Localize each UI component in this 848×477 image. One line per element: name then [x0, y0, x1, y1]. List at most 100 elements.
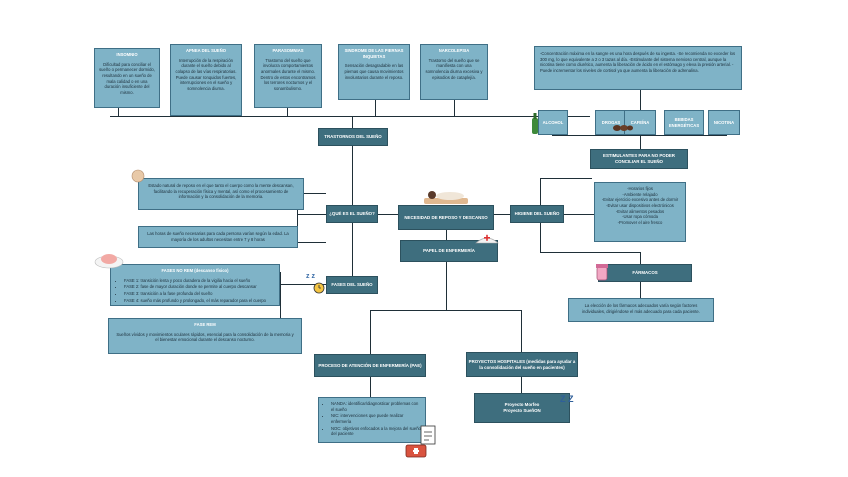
connector — [370, 377, 371, 397]
nrem-title: FASES NO REM (descanso físico) — [161, 268, 229, 273]
connector — [287, 108, 288, 116]
list-item: NANDA: identificar/diagnosticar problema… — [331, 401, 421, 412]
node-farmacos: FÁRMACOS — [598, 264, 692, 282]
connector — [370, 310, 522, 311]
connector — [552, 135, 727, 136]
disorder-piernas-inquietas: SINDROME DE LAS PIERNAS INQUIETAS Sensac… — [338, 44, 410, 100]
hours-text: Las horas de sueño necesarias para cada … — [147, 231, 289, 242]
connector — [375, 100, 376, 116]
substance-label: NICOTINA — [713, 119, 735, 125]
sleep-hours: Las horas de sueño necesarias para cada … — [138, 226, 298, 248]
connector — [540, 252, 640, 253]
project-item: Proyecto Morfeo — [504, 402, 540, 408]
drugs-box: La elección de los fármacos adecuados va… — [568, 298, 714, 322]
connector — [118, 108, 119, 116]
disorder-parasomnias: PARASOMNIAS Trastorno del sueño que invo… — [254, 44, 322, 108]
node-higiene: HIGIENE DEL SUEÑO — [510, 205, 564, 223]
project-item: Proyecto SueñON — [503, 408, 541, 413]
substance-bebidas: BEBIDAS ENERGÉTICAS — [664, 110, 704, 135]
recommend-text: -Concentración máxima en la sangre es un… — [540, 51, 736, 74]
pae-list: NANDA: identificar/diagnosticar problema… — [318, 397, 426, 443]
hygiene-tips: -Horarios fijos -Ambiente relajado -Evit… — [594, 182, 686, 242]
rem-title: FASE REM — [194, 322, 216, 327]
node-proyectos: PROYECTOS HOSPITALES (medidas para ayuda… — [466, 352, 578, 377]
coffee-beans-icon — [613, 125, 633, 131]
connector — [370, 310, 371, 354]
rem-text: Sueños vívidos y movimientos oculares rá… — [116, 331, 294, 343]
medical-kit-icon — [405, 444, 427, 458]
zzz-icon: z z — [306, 273, 315, 280]
list-item: NIC: intervenciones que puede realizar e… — [331, 413, 421, 424]
bottle-icon — [532, 113, 538, 134]
node-fases: FASES DEL SUEÑO — [326, 276, 378, 294]
connector — [446, 230, 447, 240]
connector — [280, 272, 281, 326]
connector — [352, 116, 353, 128]
tip-item: -Promover el aire fresco — [617, 220, 663, 226]
list-item: FASE 3: transición a la fase profunda de… — [124, 291, 274, 297]
connector — [280, 284, 326, 285]
projects-list: Proyecto Morfeo Proyecto SueñON — [474, 393, 570, 423]
node-papel-enfermeria: PAPEL DE ENFERMERÍA — [400, 240, 498, 262]
rem-box: FASE REM Sueños vívidos y movimientos oc… — [108, 318, 302, 354]
connector — [640, 135, 641, 149]
pae-items: NANDA: identificar/diagnosticar problema… — [323, 401, 421, 437]
list-item: NOC: objetivos enfocados a la mejora del… — [331, 426, 421, 437]
tip-item: -Ambiente relajado — [622, 191, 658, 197]
node-trastornos: TRASTORNOS DEL SUEÑO — [318, 128, 388, 146]
connector — [640, 282, 641, 298]
connector — [640, 90, 641, 110]
node-root: NECESIDAD DE REPOSO Y DESCANSO — [398, 205, 494, 230]
drugs-text: La elección de los fármacos adecuados va… — [582, 303, 700, 314]
disorder-title: SINDROME DE LAS PIERNAS INQUIETAS — [344, 48, 404, 59]
disorder-text: Trastorno del sueño que se manifiesta co… — [425, 57, 483, 80]
list-item: FASE 4: sueño más profundo y prolongado,… — [124, 298, 274, 304]
connector — [297, 214, 327, 215]
disorder-apnea: APNEA DEL SUEÑO Interrupción de la respi… — [170, 44, 242, 116]
zzz-icon: Z Z — [560, 394, 574, 404]
disorder-title: INSOMNIO — [116, 52, 138, 57]
connector — [540, 178, 592, 179]
sleeping-person-icon — [424, 191, 468, 204]
list-item: FASE 2: fase de mayor duración donde se … — [124, 284, 274, 290]
disorder-text: Trastorno del sueño que involucra compor… — [260, 57, 316, 92]
nurse-cap-icon — [475, 234, 499, 244]
node-que-es-el-sueno: ¿QUÉ ES EL SUEÑO? — [326, 205, 378, 223]
connector — [454, 98, 455, 116]
connector — [521, 377, 522, 393]
connector — [521, 310, 522, 352]
substance-nicotina: NICOTINA — [708, 110, 740, 135]
connector — [297, 242, 326, 243]
disorder-text: Sensación desagradable en las piernas qu… — [344, 63, 404, 80]
connector — [297, 193, 298, 242]
substance-label: CAFEÍNA — [630, 119, 650, 125]
svg-text:z z: z z — [306, 273, 315, 280]
cloud-brain-icon — [94, 254, 124, 269]
substance-cafeina: CAFEÍNA — [624, 110, 656, 135]
nrem-list: FASE 1: transición lenta y poco duradera… — [116, 278, 274, 304]
substance-label: DROGAS — [601, 119, 621, 125]
connector — [494, 214, 510, 215]
disorder-title: NARCOLEPSIA — [438, 48, 470, 53]
clipboard-icon — [420, 425, 436, 445]
connector — [446, 262, 447, 310]
tip-item: -Usar ropa cómoda — [622, 214, 658, 220]
connector — [564, 214, 594, 215]
disorder-text: Interrupción de la respiración durante e… — [175, 57, 237, 92]
tip-item: -Evitar usar dispositivos electrónicos — [606, 203, 674, 209]
disorder-title: APNEA DEL SUEÑO — [185, 48, 227, 53]
node-pae: PROCESO DE ATENCIÓN DE ENFERMERÍA (PAE) — [314, 354, 426, 377]
list-item: FASE 1: transición lenta y poco duradera… — [124, 278, 274, 284]
substance-label: ALCOHOL — [542, 119, 564, 125]
nrem-box: FASES NO REM (descanso físico) FASE 1: t… — [110, 264, 280, 306]
sleep-definition: Estado natural de reposo en el que tanto… — [138, 178, 304, 210]
tip-item: -Evitar ejercicio excesivo antes de dorm… — [601, 197, 679, 203]
disorder-narcolepsia: NARCOLEPSIA Trastorno del sueño que se m… — [420, 44, 488, 100]
connector — [110, 116, 590, 117]
pill-bottle-icon — [596, 264, 608, 281]
definition-text: Estado natural de reposo en el que tanto… — [148, 183, 294, 200]
moon-icon — [131, 169, 145, 183]
disorder-title: PARASOMNIAS — [272, 48, 304, 53]
connector — [297, 193, 326, 194]
disorder-insomnio: INSOMNIO Dificultad para conciliar el su… — [94, 48, 160, 108]
